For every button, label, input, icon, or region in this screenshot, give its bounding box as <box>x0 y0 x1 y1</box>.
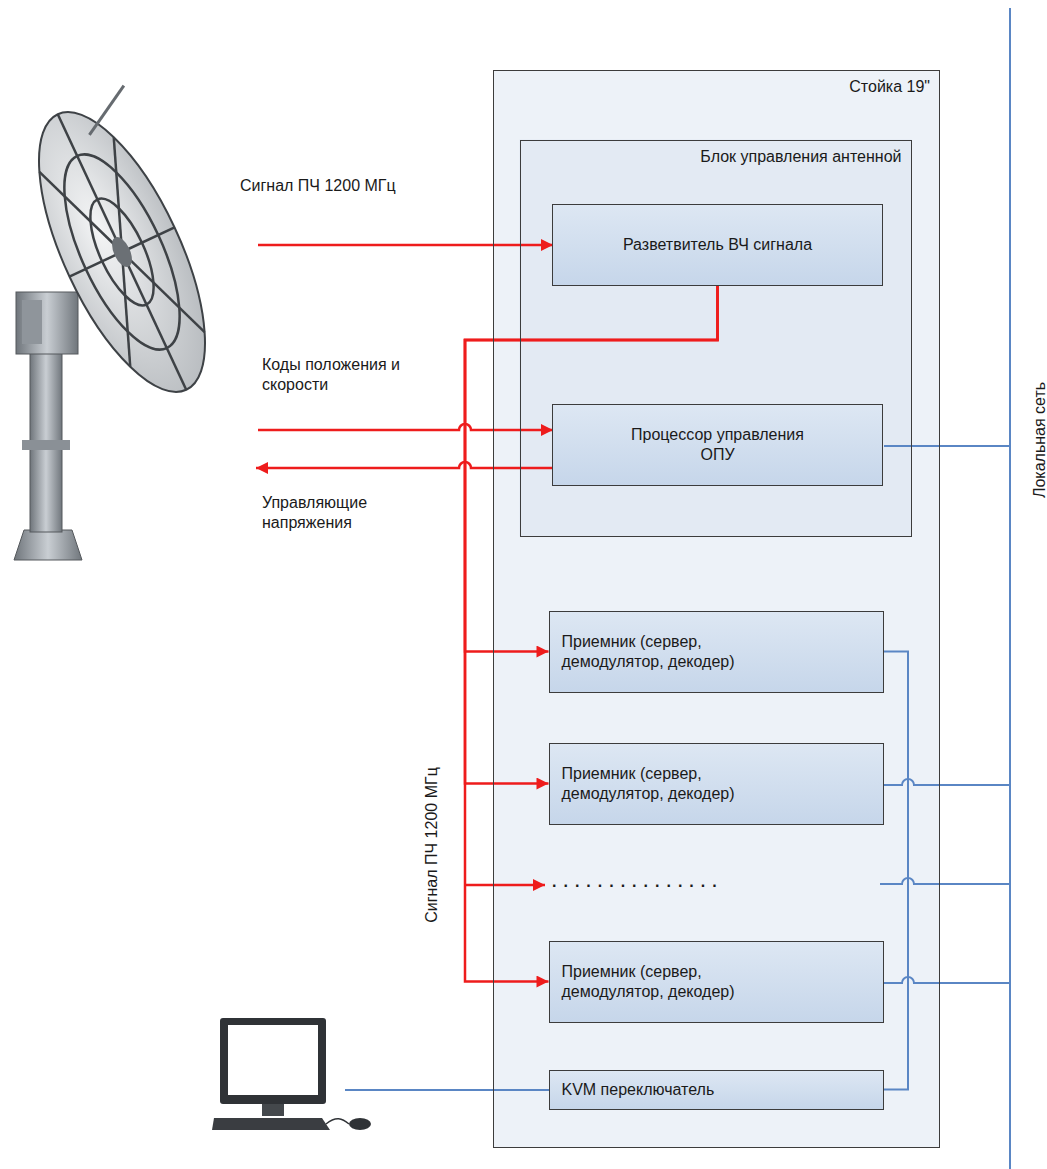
feed-arm <box>77 86 137 135</box>
monitor-stand <box>262 1104 284 1116</box>
frame-heading: Блок управления антенной <box>521 141 911 167</box>
box-label: Приемник (сервер, демодулятор, декодер) <box>562 962 787 1002</box>
dish-rib <box>85 252 168 367</box>
dish-rib <box>122 252 186 390</box>
if-signal-connector <box>465 286 718 784</box>
frame-fill <box>493 70 940 1148</box>
signal-label: Управляющие напряжения <box>262 493 432 533</box>
box-label: Приемник (сервер, демодулятор, декодер) <box>562 632 787 672</box>
process-box: Приемник (сервер, демодулятор, декодер) <box>549 743 884 825</box>
processor-network-wire <box>884 445 1010 447</box>
antenna-dish <box>5 84 251 414</box>
signal-label: ............... <box>552 872 812 892</box>
receiver-network-wire <box>884 977 1010 983</box>
frame-fill <box>520 140 912 537</box>
control-voltage-wire <box>256 462 553 468</box>
keyboard <box>212 1118 330 1130</box>
signal-label: Коды положения и скорости <box>262 355 462 395</box>
dish-rib <box>122 227 175 252</box>
computer-illustration <box>212 1018 371 1130</box>
signal-label: Сигнал ПЧ 1200 МГц <box>422 767 442 923</box>
column-flange <box>22 440 70 450</box>
console-wire <box>345 1089 549 1091</box>
monitor-screen <box>228 1025 318 1095</box>
antenna-illustration <box>5 84 251 560</box>
dish-hub <box>108 234 136 270</box>
monitor-frame <box>220 1018 326 1104</box>
antenna-base <box>14 530 82 560</box>
frame-fills <box>493 70 940 1148</box>
process-box: Разветвитель ВЧ сигнала <box>552 204 883 286</box>
frame-heading: Стойка 19" <box>494 71 939 97</box>
box-label: Процессор управления ОПУ <box>623 425 813 465</box>
local-network-bus <box>1009 8 1011 1169</box>
kvm-connector <box>884 652 909 1090</box>
dish-ring <box>41 139 203 365</box>
dish-rib <box>39 155 122 270</box>
group-frame: Стойка 19" Блок управления антеннойРазвет… <box>493 70 940 1148</box>
mouse <box>349 1118 371 1130</box>
dish-rib <box>77 137 160 252</box>
antenna-mount <box>16 292 78 354</box>
process-box: Приемник (сервер, демодулятор, декодер) <box>549 941 884 1023</box>
mouse-cable <box>326 1119 349 1124</box>
process-box: KVM переключатель <box>549 1070 884 1110</box>
dish-ribs <box>5 90 239 415</box>
dish-ring <box>78 190 167 314</box>
signal-label: Сигнал ПЧ 1200 МГц <box>240 176 460 196</box>
network-wires <box>345 8 1010 1169</box>
dish-rim <box>5 90 239 415</box>
mount-drive <box>22 300 42 344</box>
receiver-network-wire <box>880 878 1010 884</box>
box-label: Приемник (сервер, демодулятор, декодер) <box>562 764 787 804</box>
dish-rib <box>122 235 205 350</box>
process-box: Процессор управления ОПУ <box>552 404 883 486</box>
process-box: Приемник (сервер, демодулятор, декодер) <box>549 611 884 693</box>
signal-label: Локальная сеть <box>1030 382 1047 498</box>
receiver-network-wire <box>884 779 1010 785</box>
box-label: Разветвитель ВЧ сигнала <box>568 235 868 255</box>
dish-rib <box>69 252 122 277</box>
position-code-wire <box>258 424 553 430</box>
if-signal-wire <box>258 244 553 247</box>
group-frame: Блок управления антеннойРазветвитель ВЧ … <box>520 140 912 537</box>
box-label: KVM переключатель <box>562 1080 862 1100</box>
extra-receiver-wire <box>465 884 545 887</box>
